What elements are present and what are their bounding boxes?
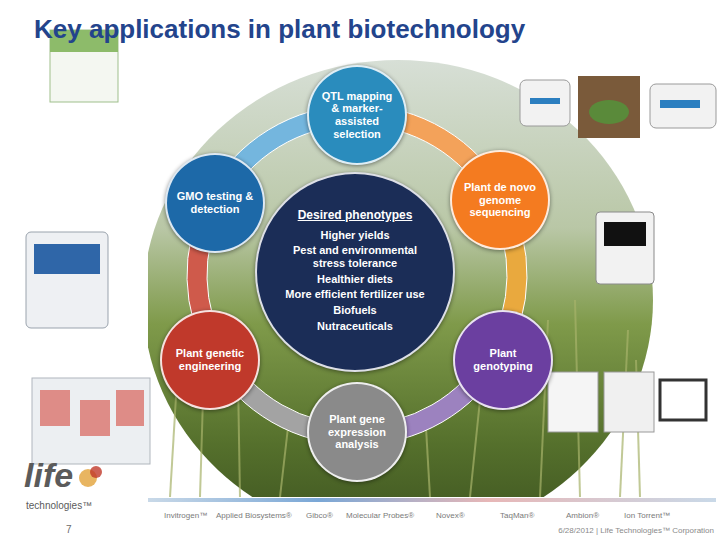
plates [660,380,706,420]
footer-date: 6/28/2012 | Life Technologies™ Corporati… [500,526,714,535]
hands-photo [578,76,640,138]
kit-boxes [116,390,144,426]
plates [604,372,654,432]
instrument [34,244,100,274]
application-circle: Plant gene expression analysis [307,382,407,482]
sequencer [660,100,700,108]
circle-label: Higher yields [280,229,430,242]
circle-label: GMO testing & detection [175,190,255,215]
circle-label: Plant gene expression analysis [317,413,397,451]
circle-label: Plant genetic engineering [170,347,250,372]
brand-name: TaqMan® [500,511,534,520]
instrument [26,232,108,328]
brand-name: Ion Torrent™ [624,511,670,520]
circle-label: More efficient fertilizer use [280,288,430,301]
brand-name: Gibco® [306,511,333,520]
logo-word: technologies™ [26,500,92,511]
circle-label: Pest and environmental stress tolerance [280,244,430,269]
circle-label: Biofuels [280,304,430,317]
circle-label: Nutraceuticals [280,320,430,333]
logo-mark [90,466,102,478]
center-circle: Desired phenotypesHigher yieldsPest and … [255,172,455,372]
sequencer [530,98,560,104]
hands-photo [589,100,629,124]
application-circle: Plant de novo genome sequencing [450,150,550,250]
brand-name: Novex® [436,511,465,520]
slide-title: Key applications in plant biotechnology [34,14,525,45]
circle-label: Plant de novo genome sequencing [460,181,540,219]
field-photo [148,60,653,497]
page-number: 7 [66,524,72,535]
field-photo [148,60,653,497]
footer-bar [148,498,716,502]
kit-boxes [32,378,150,464]
brand-name: Ambion® [566,511,599,520]
center-heading: Desired phenotypes [280,209,430,223]
kit-boxes [40,390,70,426]
circle-label: Healthier diets [280,273,430,286]
application-circle: QTL mapping & marker-assisted selection [307,65,407,165]
circle-label: QTL mapping & marker-assisted selection [320,90,394,141]
brand-name: Molecular Probes® [346,511,414,520]
sequencer [520,80,570,126]
plates [548,372,598,432]
logo-word: life [24,456,73,495]
application-circle: Plant genotyping [453,310,553,410]
instrument [596,212,654,284]
application-circle: Plant genetic engineering [160,310,260,410]
brand-name: Applied Biosystems® [216,511,292,520]
brand-name: Invitrogen™ [164,511,207,520]
circle-label: Plant genotyping [463,347,543,372]
sequencer [650,84,716,128]
instrument [604,222,646,246]
kit-boxes [80,400,110,436]
application-circle: GMO testing & detection [165,153,265,253]
